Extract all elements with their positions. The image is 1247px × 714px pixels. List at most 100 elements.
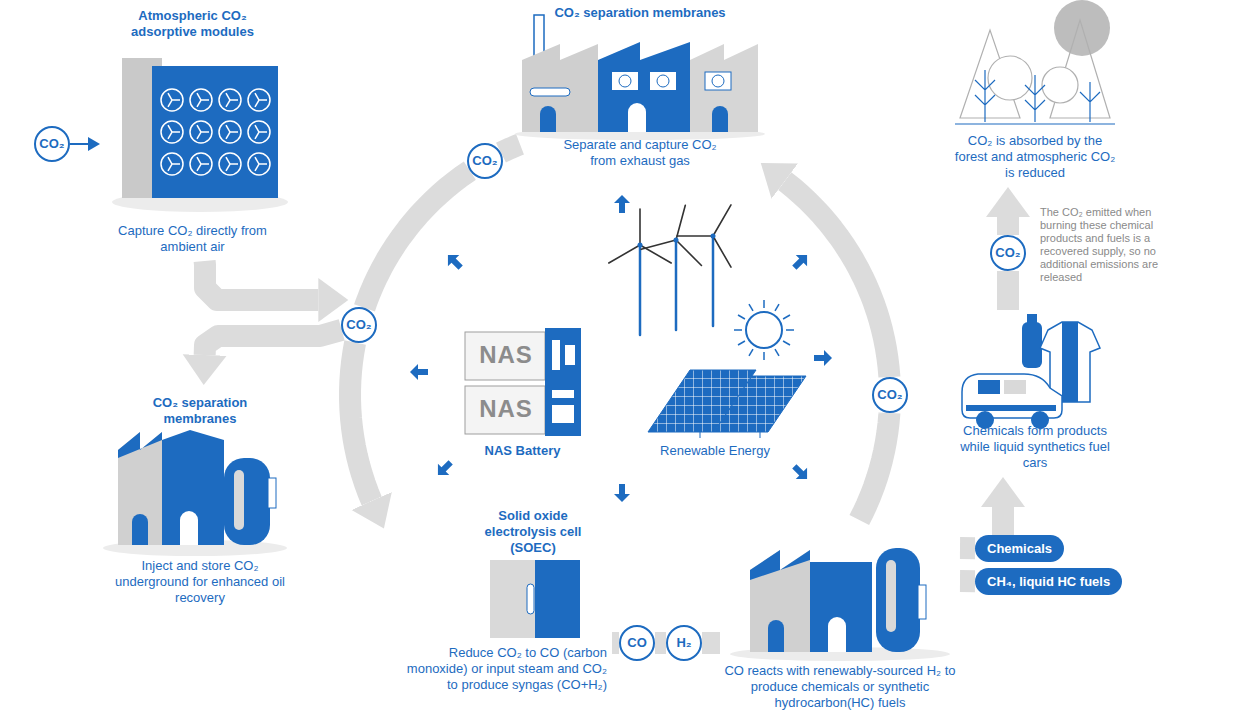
dac-module-illustration bbox=[248, 89, 270, 111]
solar-panel-illustration bbox=[648, 370, 806, 438]
synthesis-factory-illustration bbox=[810, 562, 872, 652]
energy-flow-arrow bbox=[614, 195, 630, 213]
sun-illustration bbox=[749, 349, 753, 356]
factory-illustration bbox=[650, 72, 676, 90]
sun-illustration bbox=[734, 300, 794, 360]
tag-label: Chemicals bbox=[987, 541, 1052, 557]
flow-band bbox=[997, 271, 1019, 310]
storage-factory-illustration bbox=[162, 440, 224, 545]
factory-illustration bbox=[712, 75, 724, 87]
step-heading: CO₂ separation membranes bbox=[525, 5, 755, 21]
synthesis-factory-illustration bbox=[828, 617, 846, 652]
wind-turbine-illustration bbox=[638, 243, 643, 248]
storage-factory-illustration bbox=[268, 478, 276, 508]
co2-bubble: CO₂ bbox=[34, 126, 70, 162]
cycle-step: NAS Battery bbox=[460, 440, 585, 465]
dac-module-illustration bbox=[219, 153, 241, 175]
dac-module-illustration bbox=[201, 131, 209, 133]
dac-module-illustration bbox=[219, 153, 241, 175]
dac-module-illustration bbox=[190, 153, 212, 175]
wind-turbine-illustration bbox=[677, 205, 731, 267]
sun-illustration bbox=[746, 312, 782, 348]
flow-band bbox=[702, 632, 720, 654]
storage-factory-illustration bbox=[162, 430, 224, 440]
synthesis-factory-illustration bbox=[750, 550, 810, 580]
step-heading: Solid oxide electrolysis cell (SOEC) bbox=[473, 508, 593, 556]
dac-module-illustration bbox=[226, 93, 230, 100]
solar-panel-illustration bbox=[700, 432, 701, 438]
battery-marking: NAS bbox=[468, 396, 544, 422]
factory-illustration bbox=[534, 15, 544, 57]
nas-battery-illustration bbox=[545, 328, 581, 436]
bubble-label: H₂ bbox=[676, 635, 691, 651]
step-heading: CO₂ separation membranes bbox=[135, 395, 265, 427]
step-caption: Separate and capture CO₂ from exhaust ga… bbox=[550, 137, 730, 169]
flow-band bbox=[992, 507, 1014, 535]
dac-module-illustration bbox=[226, 157, 230, 164]
energy-flow-arrow bbox=[442, 249, 466, 273]
dac-module-illustration bbox=[255, 164, 259, 171]
sun-illustration bbox=[734, 300, 794, 360]
flow-band bbox=[364, 171, 469, 308]
forest-illustration bbox=[1080, 82, 1100, 122]
tag-label: CH₄, liquid HC fuels bbox=[987, 574, 1110, 590]
factory-illustration bbox=[530, 88, 570, 96]
step-caption: Reduce CO₂ to CO (carbon monoxide) or in… bbox=[397, 645, 607, 693]
dac-module-illustration bbox=[248, 121, 270, 143]
products-illustration bbox=[1022, 322, 1042, 368]
dac-module-illustration bbox=[172, 99, 180, 101]
dac-module-illustration bbox=[168, 164, 172, 171]
wind-turbine-illustration bbox=[674, 238, 679, 243]
storage-factory-illustration bbox=[118, 432, 162, 458]
step-caption: CO₂ is absorbed by the forest and atmosp… bbox=[953, 133, 1118, 181]
wind-turbine-illustration bbox=[713, 236, 731, 267]
wind-turbine-illustration bbox=[639, 245, 642, 335]
wind-turbine-illustration bbox=[677, 235, 713, 237]
dac-module-illustration bbox=[255, 125, 259, 132]
step-caption: Chemicals form products while liquid syn… bbox=[960, 423, 1110, 471]
energy-flow-arrow bbox=[410, 195, 832, 502]
energy-flow-arrow bbox=[789, 249, 813, 273]
dac-module-illustration bbox=[230, 131, 238, 133]
energy-flow-arrow bbox=[814, 350, 832, 366]
dac-module-illustration bbox=[168, 93, 172, 100]
dac-module-illustration bbox=[161, 153, 183, 175]
factory-illustration bbox=[657, 75, 669, 87]
dac-module-illustration bbox=[161, 153, 183, 175]
dac-module-illustration bbox=[248, 121, 270, 143]
solar-panel-illustration bbox=[760, 432, 761, 438]
bubble-label: CO₂ bbox=[472, 153, 497, 169]
factory-illustration bbox=[598, 42, 690, 132]
dac-module-illustration bbox=[255, 132, 259, 139]
dac-module-illustration bbox=[255, 157, 259, 164]
wind-turbine-illustration bbox=[712, 236, 715, 326]
flow-band bbox=[655, 632, 666, 654]
dac-module-illustration bbox=[201, 99, 209, 101]
flow-band bbox=[612, 632, 619, 654]
factory-illustration bbox=[619, 75, 631, 87]
dac-module-illustration bbox=[248, 153, 270, 175]
co2-bubble: CO bbox=[619, 625, 655, 661]
flow-band bbox=[501, 144, 520, 152]
dac-module-illustration bbox=[168, 132, 172, 139]
nas-battery-illustration bbox=[552, 390, 574, 398]
dac-module-illustration bbox=[197, 100, 201, 107]
dac-module-illustration bbox=[168, 100, 172, 107]
wind-turbine-illustration bbox=[711, 234, 716, 239]
factory-illustration bbox=[515, 15, 765, 140]
sun-illustration bbox=[763, 300, 765, 308]
synthesis-factory-illustration bbox=[730, 548, 950, 661]
bubble-label: CO₂ bbox=[39, 136, 64, 152]
storage-factory-illustration bbox=[103, 430, 287, 556]
dac-module-illustration bbox=[226, 100, 230, 107]
sun-illustration bbox=[783, 315, 790, 319]
cycle-step: Renewable Energy bbox=[635, 440, 795, 465]
flow-arrow bbox=[70, 143, 88, 145]
sun-illustration bbox=[775, 349, 779, 356]
dac-module-illustration bbox=[259, 163, 267, 165]
products-illustration bbox=[1062, 322, 1078, 402]
forest-illustration bbox=[955, 0, 1115, 124]
dac-module-illustration bbox=[190, 89, 212, 111]
nas-battery-illustration bbox=[552, 340, 560, 370]
factory-illustration bbox=[712, 106, 728, 132]
